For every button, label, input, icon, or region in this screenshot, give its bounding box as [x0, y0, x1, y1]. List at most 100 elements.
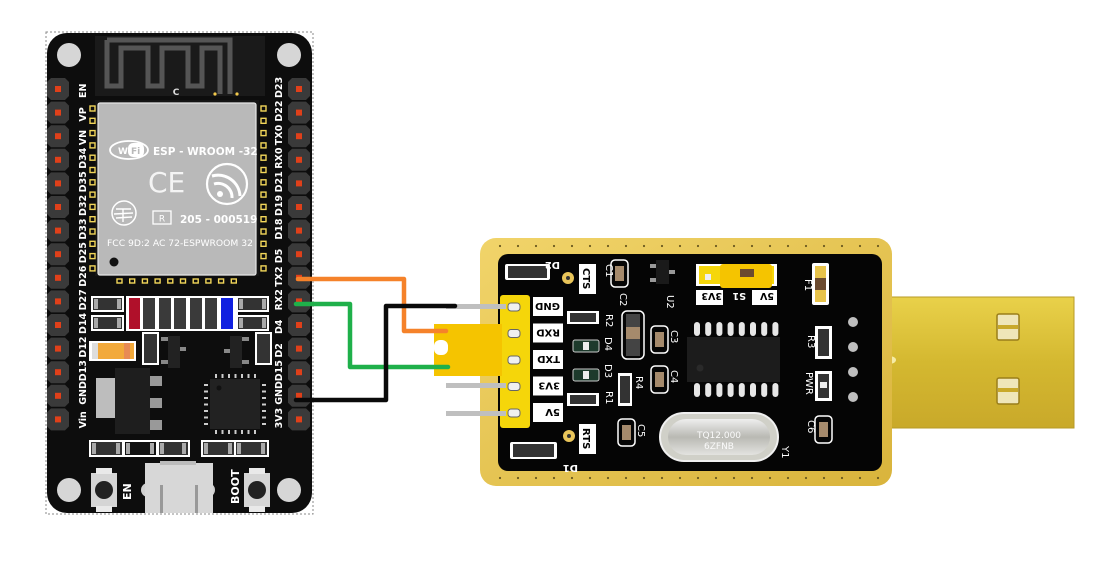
- smd-components: [89, 296, 272, 434]
- pin-d4[interactable]: [288, 314, 310, 336]
- pin-label: D18: [274, 218, 285, 239]
- esp32-outline: [45, 31, 314, 515]
- pin-d2[interactable]: [288, 337, 310, 360]
- header-pin-label: RXD: [536, 327, 560, 338]
- pin-d12[interactable]: [47, 337, 69, 360]
- pin-label: Vin: [78, 411, 89, 428]
- label-f1: F1: [802, 279, 813, 291]
- label-u2: U2: [664, 295, 675, 309]
- bottom-smd-row: [89, 440, 269, 457]
- header-pin-3v3: 3V3: [533, 376, 563, 396]
- pin-label: TX2: [274, 266, 285, 286]
- pin-d15[interactable]: [288, 361, 310, 384]
- en-button[interactable]: [91, 468, 117, 512]
- mounting-hole: [277, 43, 301, 67]
- pin-label: D32: [78, 195, 89, 216]
- svg-text:Wi: Wi: [118, 147, 131, 157]
- pin-label: D2: [274, 343, 285, 358]
- pin-label: D22: [274, 100, 285, 121]
- svg-text:Fi: Fi: [131, 147, 140, 157]
- pin-vp[interactable]: [47, 101, 69, 124]
- telec-mark-icon: [111, 200, 137, 226]
- pin-label: VP: [78, 107, 89, 121]
- pin-label: D26: [78, 265, 89, 286]
- pin-d14[interactable]: [47, 314, 69, 336]
- pin-d23[interactable]: [288, 78, 310, 100]
- label-c1: C1: [603, 264, 614, 277]
- pin-d25[interactable]: [47, 243, 69, 266]
- tantalum-capacitor: [92, 343, 134, 359]
- pin-label: D35: [78, 171, 89, 192]
- pin-d13[interactable]: [47, 361, 69, 384]
- pin-en[interactable]: [47, 78, 69, 100]
- pin-d19[interactable]: [288, 196, 310, 218]
- red-led: [129, 298, 140, 329]
- label-c2: C2: [617, 293, 628, 306]
- pin-label: D25: [78, 242, 89, 263]
- label-pwr: PWR: [803, 372, 814, 395]
- r-mark: R: [159, 215, 165, 225]
- pin-gnd[interactable]: [288, 384, 310, 407]
- pin-rx0[interactable]: [288, 148, 310, 171]
- pin-rx2[interactable]: [288, 290, 310, 313]
- dupont-connector: [434, 324, 502, 376]
- label-c5: C5: [635, 424, 646, 437]
- header-pin-label: 5V: [545, 406, 560, 417]
- label-cts: CTS: [580, 268, 591, 289]
- label-jumper-3v3: 3V3: [701, 290, 722, 301]
- pin-label: RX2: [274, 289, 285, 310]
- pin-vn[interactable]: [47, 125, 69, 148]
- pin-label: GND: [78, 381, 89, 405]
- pin-label: D12: [78, 336, 89, 357]
- pin-label: D5: [274, 249, 285, 264]
- crystal-oscillator: TQ12.000 6ZFNB: [659, 412, 779, 462]
- pin-label: VN: [78, 130, 89, 145]
- micro-usb-port: [141, 461, 215, 513]
- pin-vin[interactable]: [47, 408, 69, 431]
- pin-d35[interactable]: [47, 172, 69, 195]
- fcc-line: FCC 9D:2 AC 72-ESPWROOM 32: [107, 238, 253, 249]
- pin-label: D19: [274, 195, 285, 216]
- label-c3: C3: [668, 330, 679, 343]
- pin-label: D4: [274, 319, 285, 334]
- header-pin-label: GND: [535, 300, 560, 311]
- module-pads-right: [260, 105, 267, 272]
- ch340-chip: [687, 322, 780, 397]
- blue-led: [221, 298, 233, 329]
- boot-button[interactable]: [244, 468, 270, 512]
- module-pads-left: [89, 105, 96, 272]
- pin-label: D13: [78, 360, 89, 381]
- ce-mark: CE: [148, 166, 185, 199]
- wifi-logo-icon: Wi Fi: [109, 140, 149, 160]
- label-d2: D2: [545, 259, 560, 270]
- pin-d34[interactable]: [47, 148, 69, 171]
- label-r2: R2: [603, 314, 614, 327]
- pin-d5[interactable]: [288, 243, 310, 266]
- cert-number: 205 - 000519: [180, 214, 257, 226]
- header-pin-gnd: GND: [533, 297, 563, 316]
- pin-gnd[interactable]: [47, 384, 69, 407]
- esp32-board: C Wi Fi ESP - WROOM -32 CE R: [45, 31, 314, 515]
- right-pin-labels: D23D22TX0RX0D21D19D18D5TX2RX2D4D2D15GND3…: [274, 77, 285, 429]
- label-r1: R1: [603, 391, 614, 404]
- pin1-marker: [109, 257, 119, 267]
- pin-d26[interactable]: [47, 266, 69, 289]
- antenna-trace: [104, 37, 233, 94]
- label-jumper-s1: S1: [733, 290, 746, 301]
- pin-d18[interactable]: [288, 219, 310, 242]
- antenna-label: C: [173, 88, 180, 98]
- pin-d22[interactable]: [288, 101, 310, 124]
- pin-label: EN: [78, 84, 89, 98]
- pin-d21[interactable]: [288, 172, 310, 195]
- espressif-logo-icon: [205, 162, 249, 206]
- pin-d33[interactable]: [47, 219, 69, 242]
- pin-d32[interactable]: [47, 196, 69, 218]
- pin-d27[interactable]: [47, 290, 69, 313]
- header-pin-5v: 5V: [533, 403, 563, 422]
- pin-label: RX0: [274, 147, 285, 169]
- pin-3v3[interactable]: [288, 408, 310, 431]
- pin-tx0[interactable]: [288, 125, 310, 148]
- boot-button-label: BOOT: [229, 469, 242, 504]
